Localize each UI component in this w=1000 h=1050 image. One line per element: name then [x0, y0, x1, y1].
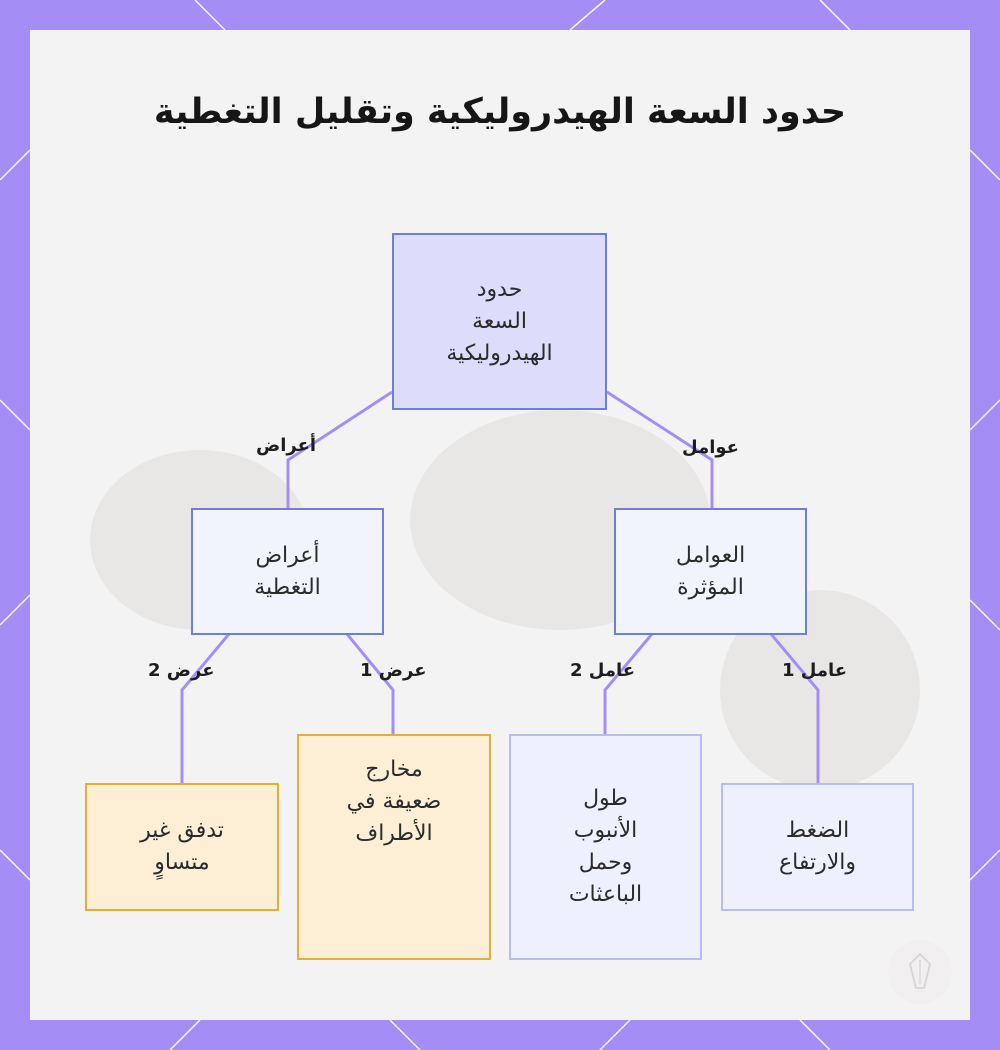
edge-label-factor-1: عامل 1: [782, 660, 848, 681]
diagram-title: حدود السعة الهيدروليكية وتقليل التغطية: [153, 92, 847, 132]
node-label: طول الأنبوب وحمل الباعثات: [568, 786, 643, 907]
edge-label-symptoms: أعراض: [256, 435, 317, 456]
node-label: الضغط والارتفاع: [779, 818, 856, 875]
node-pipe-length-emitter-load: طول الأنبوب وحمل الباعثات: [509, 734, 702, 960]
edge-factors-pipe: [603, 633, 654, 735]
node-weak-outlets: مخارج ضعيفة في الأطراف: [297, 734, 491, 960]
edge-label-symptom-1: عرض 1: [360, 660, 427, 681]
edge-root-factors: [606, 390, 714, 510]
node-label: أعراض التغطية: [254, 542, 321, 600]
node-label: العوامل المؤثرة: [675, 542, 746, 600]
node-influencing-factors: العوامل المؤثرة: [614, 508, 807, 635]
edge-label-factors: عوامل: [682, 437, 739, 458]
edge-symptoms-weak: [345, 633, 395, 735]
node-label: حدود السعة الهيدروليكية: [446, 276, 553, 366]
node-hydraulic-capacity-limits: حدود السعة الهيدروليكية: [392, 233, 607, 410]
edge-label-factor-2: عامل 2: [570, 660, 636, 681]
edge-symptoms-uneven: [180, 633, 231, 785]
node-pressure-elevation: الضغط والارتفاع: [721, 783, 914, 911]
node-label: تدفق غير متساوٍ: [140, 818, 224, 875]
watermark-logo: [888, 940, 952, 1004]
logo-icon: [908, 952, 932, 989]
edge-root-symptoms: [286, 390, 393, 510]
node-label: مخارج ضعيفة في الأطراف: [346, 757, 442, 846]
node-uneven-flow: تدفق غير متساوٍ: [85, 783, 279, 911]
edge-label-symptom-2: عرض 2: [148, 660, 215, 681]
node-coverage-symptoms: أعراض التغطية: [191, 508, 384, 635]
edge-factors-pressure: [769, 633, 820, 785]
